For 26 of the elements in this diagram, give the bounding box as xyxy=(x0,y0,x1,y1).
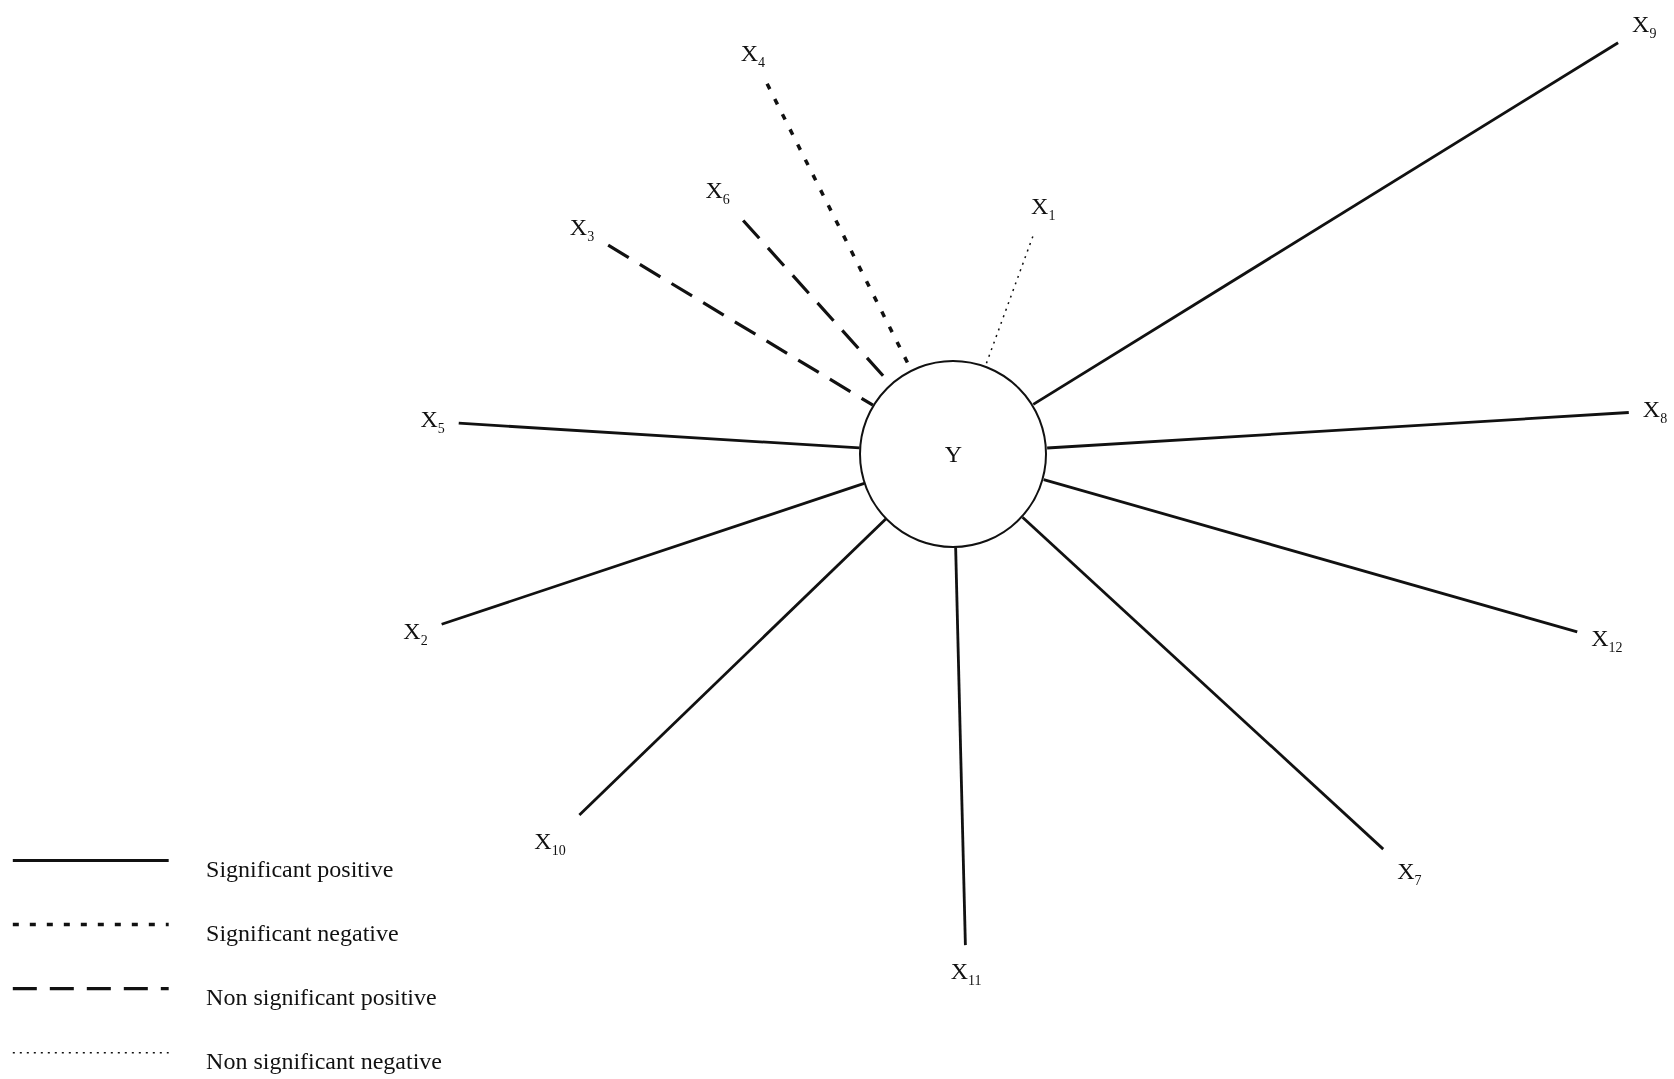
legend-label: Non significant positive xyxy=(206,984,437,1012)
variable-label: X$_{1}$ xyxy=(1031,193,1056,223)
connector-line xyxy=(1021,516,1385,851)
connector-line xyxy=(578,518,887,816)
connector-line xyxy=(458,421,860,450)
variable-label: X$_{3}$ xyxy=(569,215,595,244)
connector-line xyxy=(954,547,967,946)
variable-label: X$_{9}$ xyxy=(1632,12,1657,41)
variable-label: X$_{4}$ xyxy=(740,41,765,70)
variable-label: X$_{8}$ xyxy=(1642,396,1668,426)
variable-label: X$_{5}$ xyxy=(420,407,445,436)
legend-label: Significant positive xyxy=(206,856,394,884)
variable-label: X$_{10}$ xyxy=(534,828,566,858)
connector-line xyxy=(1047,411,1629,450)
variable-label: X$_{7}$ xyxy=(1397,858,1422,888)
connector-line xyxy=(607,243,874,407)
connector-line xyxy=(1032,41,1619,406)
legend-label: Significant negative xyxy=(206,920,399,948)
connector-line xyxy=(1043,478,1578,634)
variable-label: X$_{12}$ xyxy=(1591,626,1623,655)
legend-label: Non significant negative xyxy=(206,1048,442,1076)
variable-label: X$_{11}$ xyxy=(950,959,982,988)
variable-label: X$_{6}$ xyxy=(705,177,730,207)
variable-name: Y xyxy=(944,441,962,466)
variable-label: X$_{2}$ xyxy=(403,618,428,648)
connector-line xyxy=(441,482,865,626)
